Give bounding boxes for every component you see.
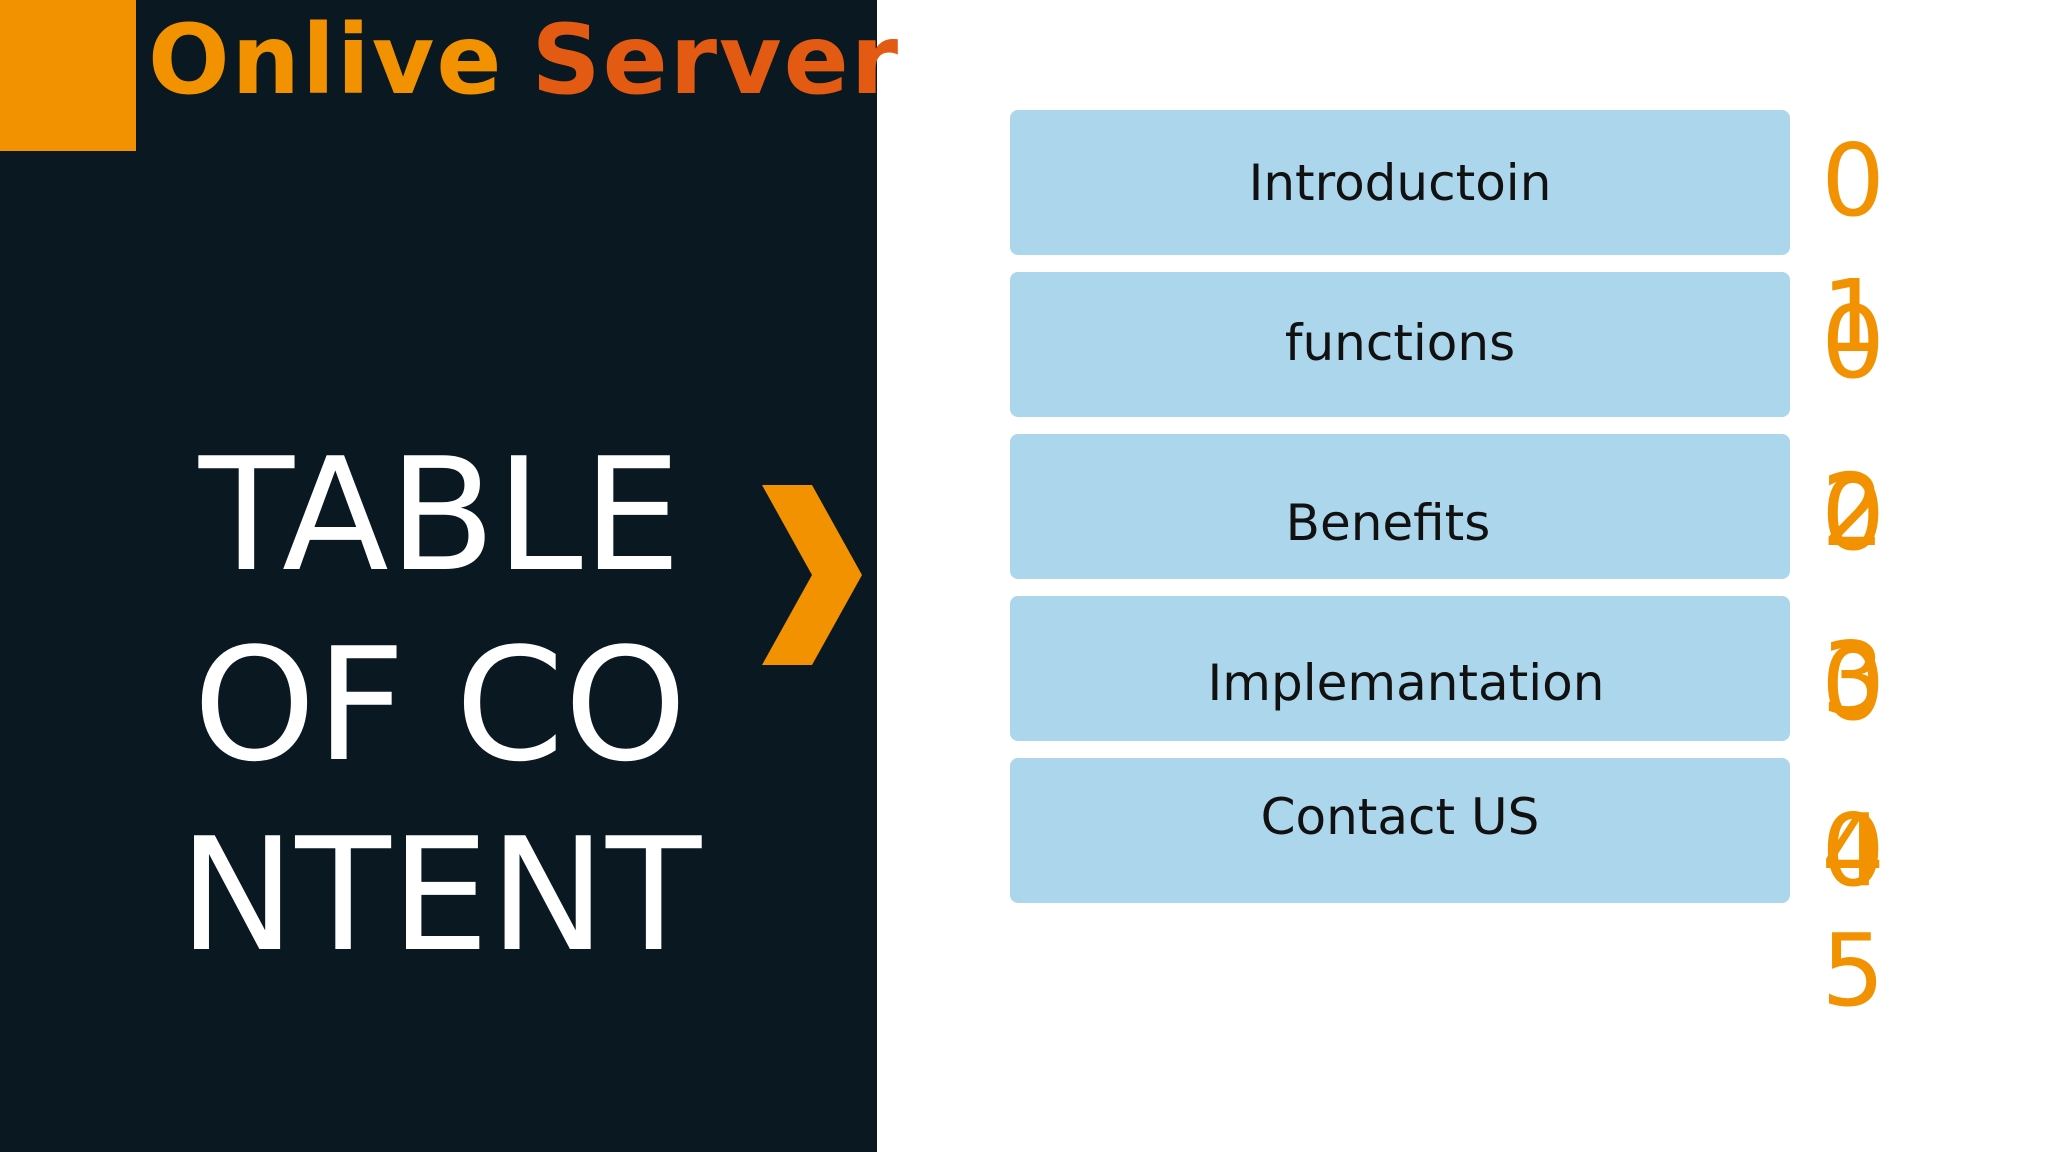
brand-name-part2: Server <box>531 4 901 116</box>
number-digit: 3 <box>1821 620 1885 737</box>
brand-name-part1: Onlive <box>148 4 504 116</box>
number-digit: 5 <box>1821 912 1885 1029</box>
number-row: 5 <box>1818 912 1888 1090</box>
toc-item-contact-us[interactable]: Contact US <box>1010 758 1790 903</box>
number-digit: 0 <box>1821 626 1885 743</box>
toc-list: Introductoin functions Benefits Impleman… <box>1010 110 1790 920</box>
toc-item-label: functions <box>1284 313 1516 372</box>
number-digit: 0 <box>1821 456 1885 573</box>
number-digit: 1 <box>1821 258 1885 375</box>
number-row: 1 0 <box>1818 258 1888 442</box>
number-row: 0 <box>1818 118 1888 280</box>
toc-item-label: Implemantation <box>1207 653 1605 712</box>
number-digit: 2 <box>1821 452 1885 569</box>
number-digit: 0 <box>1821 122 1885 239</box>
number-row: 3 0 <box>1818 604 1888 766</box>
toc-item-functions[interactable]: functions <box>1010 272 1790 417</box>
toc-item-label: Contact US <box>1260 787 1540 846</box>
toc-item-label: Benefits <box>1285 493 1491 552</box>
number-row: 4 0 <box>1818 766 1888 928</box>
chevron-right-icon <box>762 485 862 665</box>
orange-accent-block <box>0 0 136 151</box>
toc-item-label: Introductoin <box>1248 153 1552 212</box>
number-digit: 0 <box>1821 284 1885 401</box>
item-numbers: 0 1 0 2 0 3 0 4 0 5 <box>1818 118 1888 1090</box>
page-title: TABLE OF CONTENT <box>178 424 702 986</box>
number-digit: 4 <box>1821 792 1885 909</box>
toc-item-implementation[interactable]: Implemantation <box>1010 596 1790 741</box>
number-digit: 0 <box>1821 792 1885 909</box>
brand-logo: Onlive Server <box>148 0 898 120</box>
left-panel: Onlive Server TABLE OF CONTENT <box>0 0 898 1152</box>
toc-item-introduction[interactable]: Introductoin <box>1010 110 1790 255</box>
toc-item-benefits[interactable]: Benefits <box>1010 434 1790 579</box>
number-row: 2 0 <box>1818 442 1888 604</box>
